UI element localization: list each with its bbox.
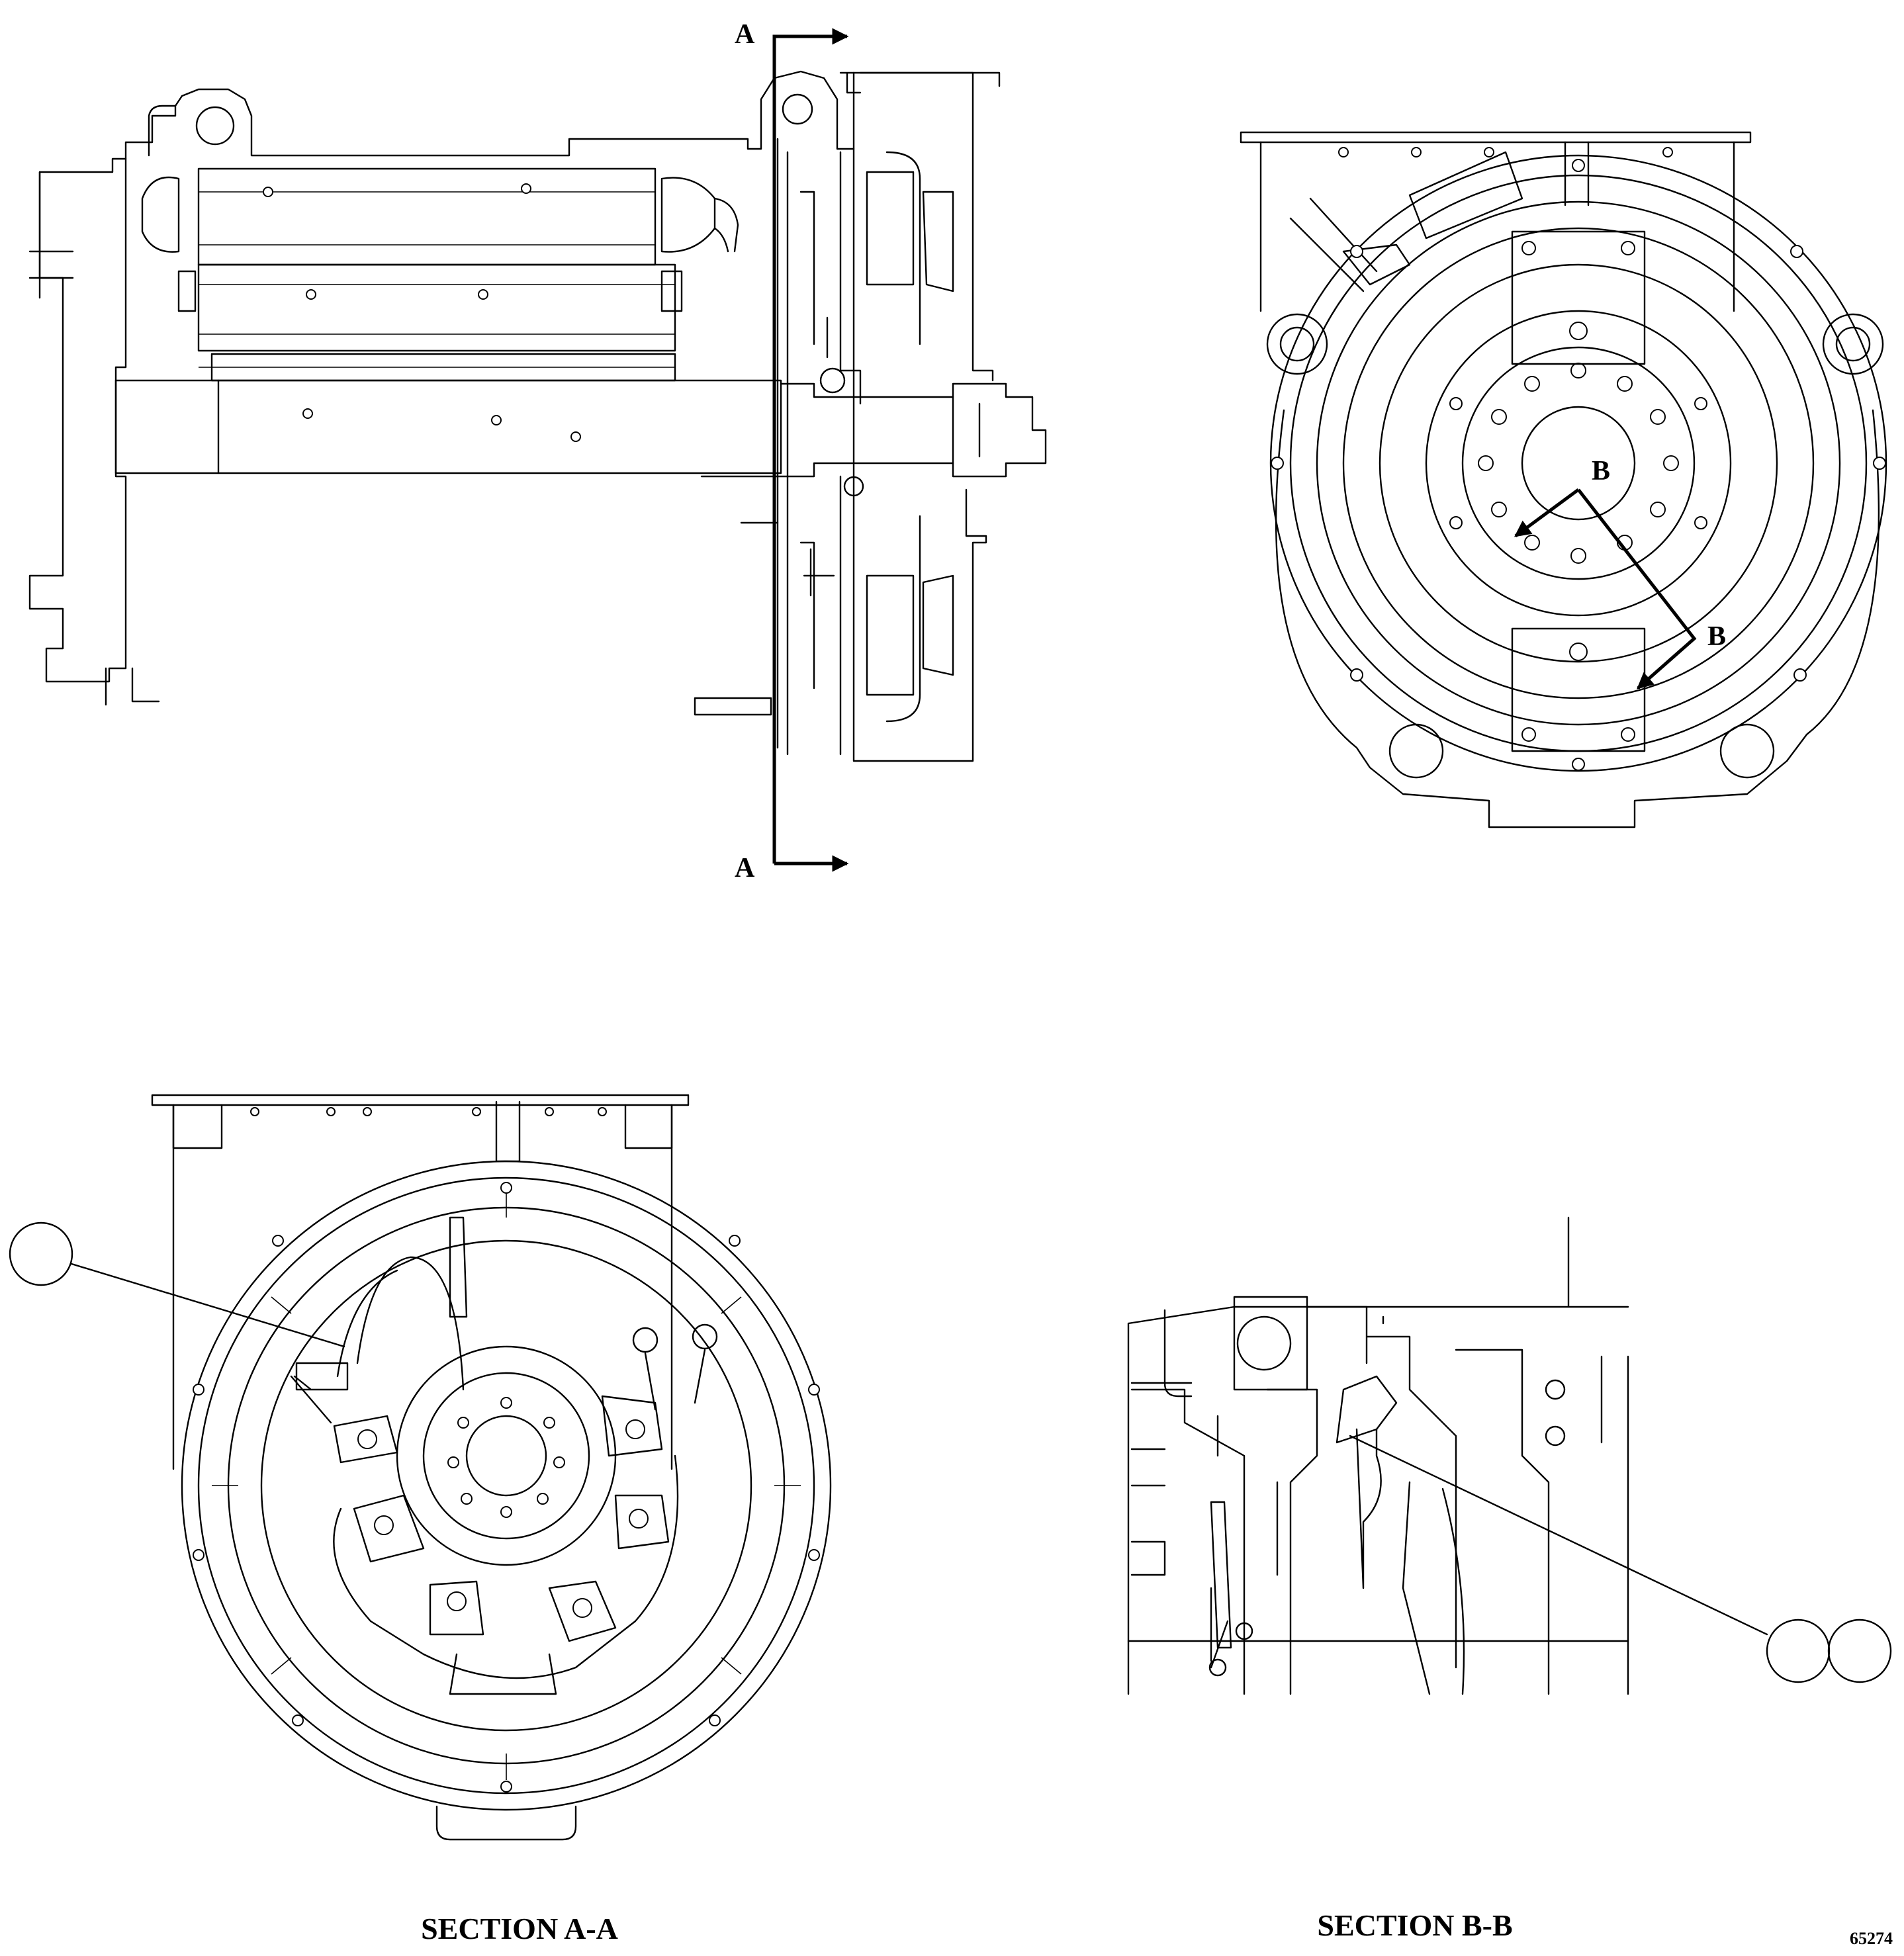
cut-label-b-end: B xyxy=(1707,621,1726,652)
section-a-cut-line xyxy=(772,28,849,872)
stator-slot-ring xyxy=(212,1191,801,1780)
cut-label-a-bottom: A xyxy=(735,853,755,883)
side-view-bolts xyxy=(263,183,581,442)
section-b-view xyxy=(1127,1216,1892,1695)
section-a-hub-bolts xyxy=(447,1397,565,1518)
section-a-callout xyxy=(9,1222,345,1348)
frame-perimeter-holes xyxy=(1271,147,1886,771)
section-a-view xyxy=(9,1094,832,1841)
side-view: A A xyxy=(28,19,1047,883)
section-a-title: SECTION A-A xyxy=(421,1912,618,1945)
cut-label-a-top: A xyxy=(735,19,755,50)
figure-number: 65274 xyxy=(1850,1929,1893,1948)
section-b-cut-line xyxy=(1514,488,1697,689)
cut-label-b-start: B xyxy=(1592,456,1610,486)
section-a-frame-holes xyxy=(193,1107,820,1793)
end-view: B B xyxy=(1240,131,1887,828)
section-b-callout xyxy=(1349,1435,1892,1683)
hub-bolt-circle xyxy=(1449,363,1707,564)
section-b-title: SECTION B-B xyxy=(1317,1908,1512,1942)
